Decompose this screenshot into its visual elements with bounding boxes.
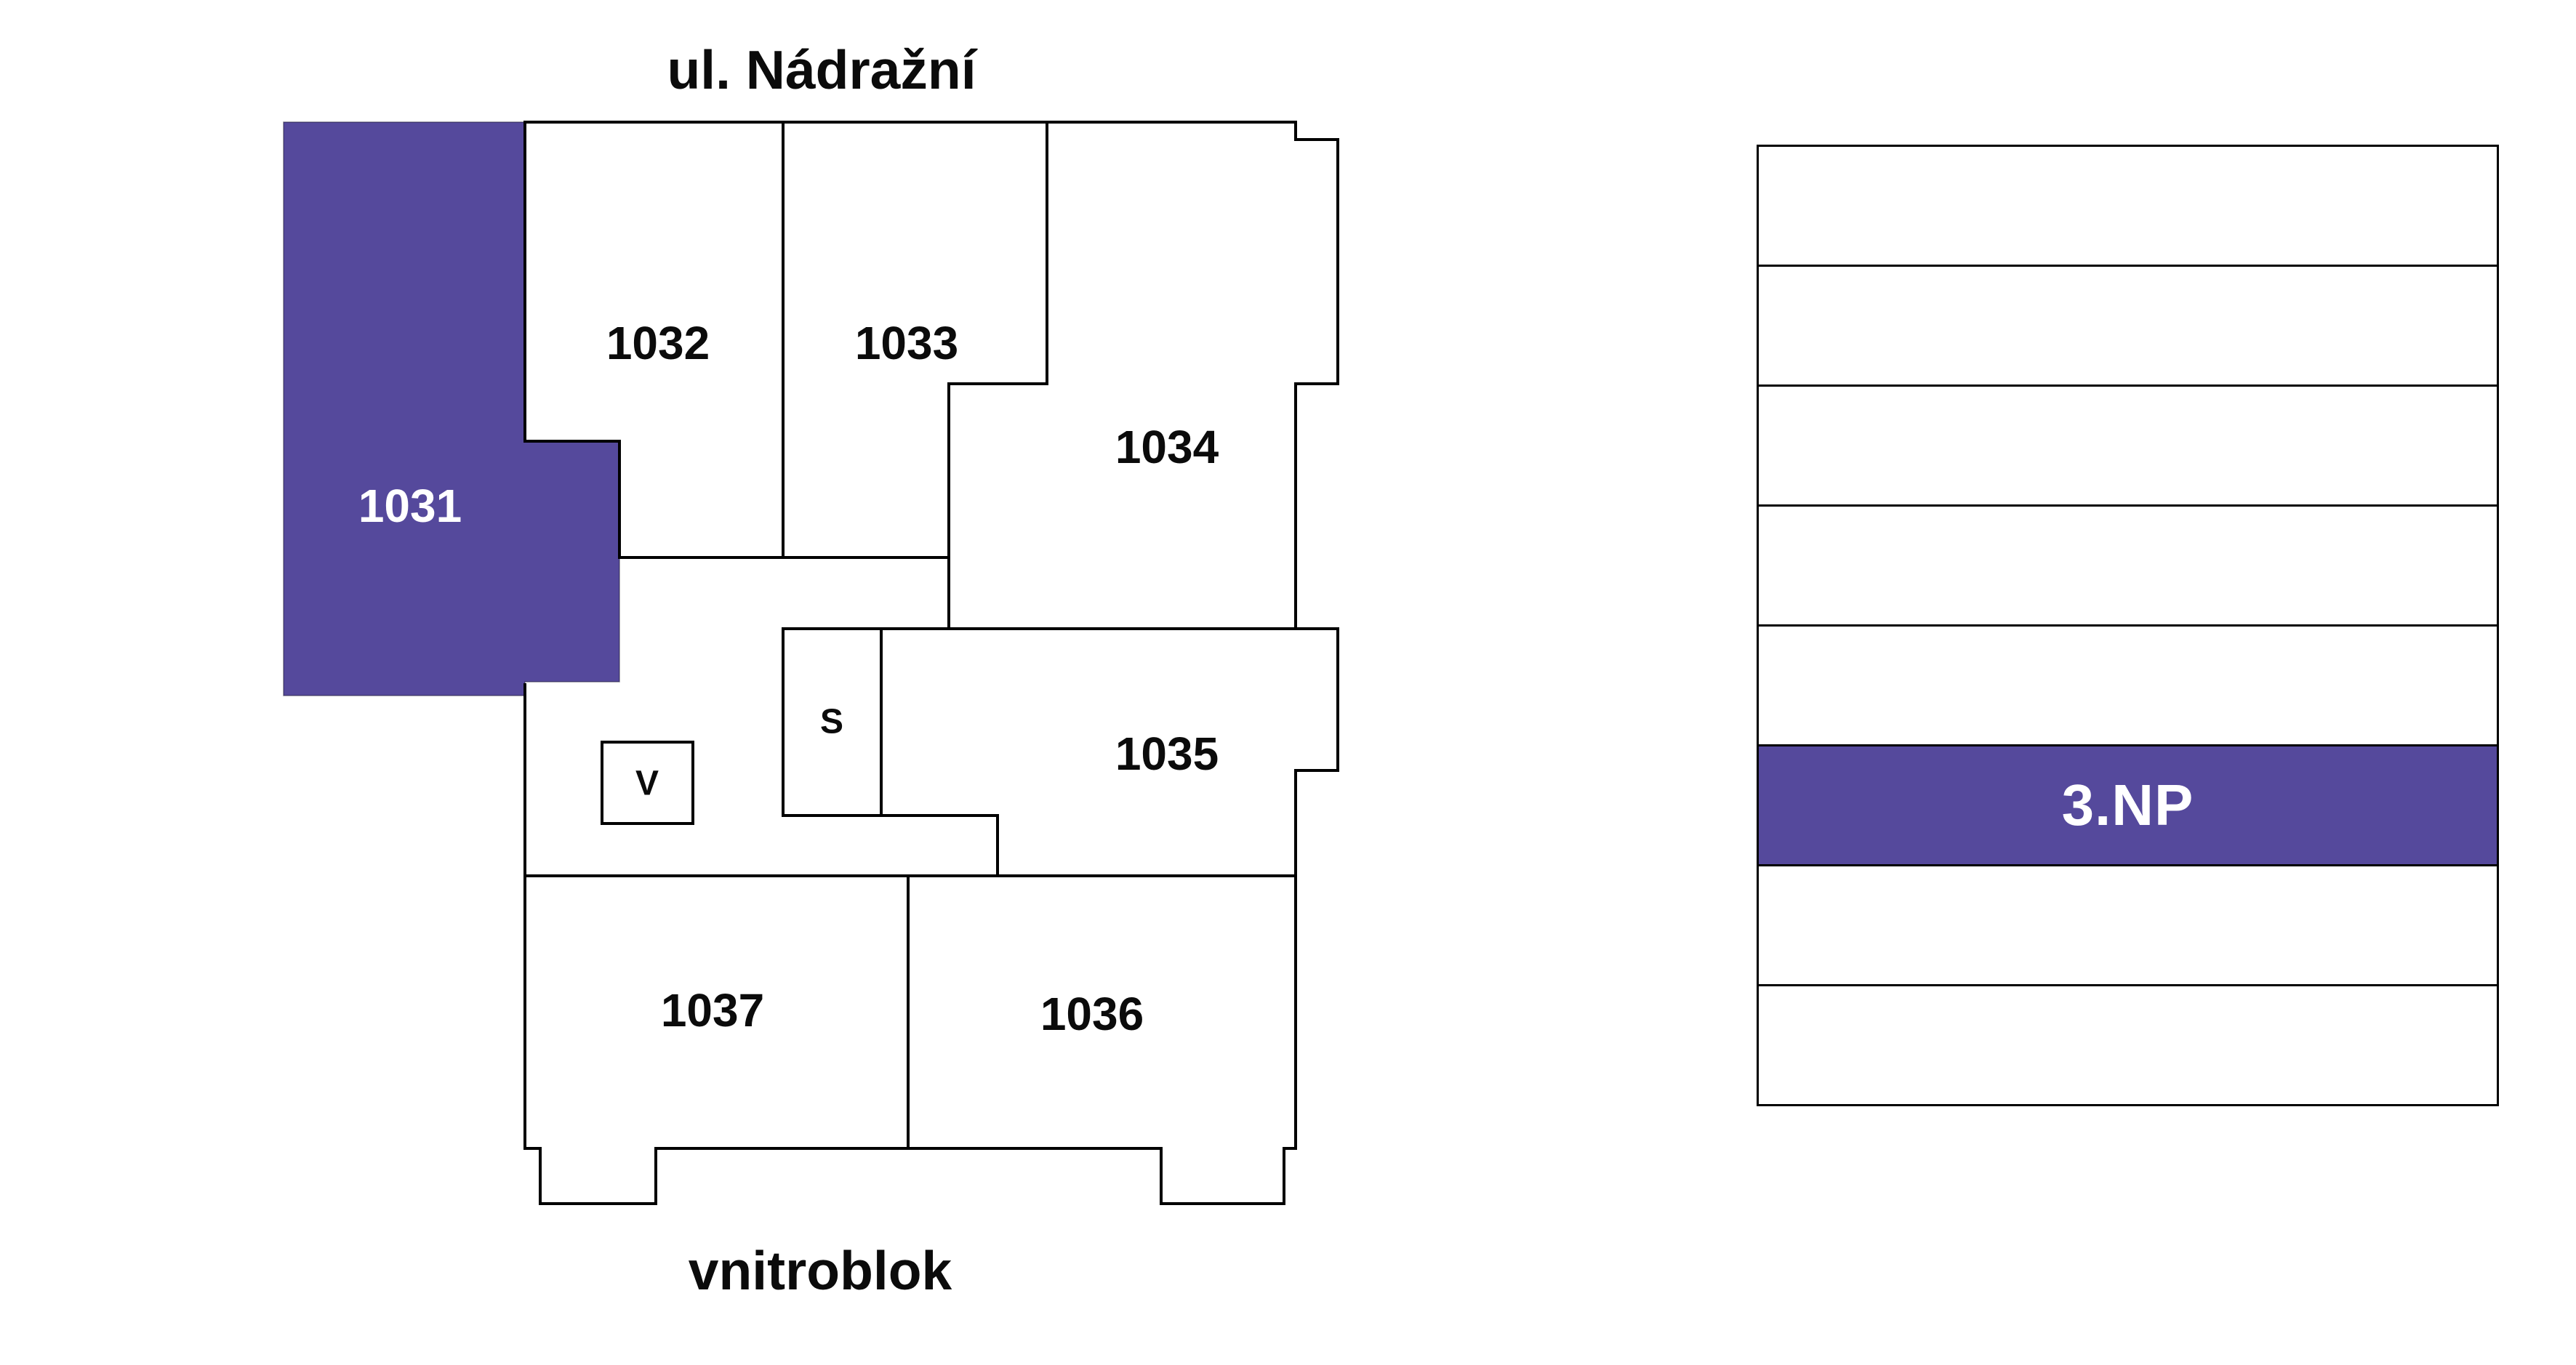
unit-shape-1036[interactable]	[907, 874, 1297, 1205]
unit-shape-1034[interactable]	[947, 121, 1339, 630]
floor-plan-svg: 1031 1032 1033 1034 1035 1036 1037 V S u…	[283, 39, 1339, 1301]
unit-label-1035: 1035	[1115, 728, 1219, 780]
floor-row-0[interactable]	[1757, 145, 2499, 267]
floor-row-1[interactable]	[1757, 265, 2499, 387]
room-shape-s[interactable]	[782, 627, 883, 817]
street-label-top: ul. Nádražní	[667, 39, 977, 100]
street-label-bottom: vnitroblok	[689, 1240, 952, 1301]
room-label-v: V	[635, 765, 659, 803]
floor-row-4[interactable]	[1757, 624, 2499, 746]
floor-row-7[interactable]	[1757, 984, 2499, 1106]
floor-row-3np-selected[interactable]: 3.NP	[1757, 744, 2499, 866]
floor-row-label: 3.NP	[2061, 773, 2194, 837]
unit-label-1033: 1033	[855, 317, 958, 369]
unit-label-1034: 1034	[1115, 421, 1219, 473]
floor-row-2[interactable]	[1757, 384, 2499, 507]
floor-selector-stack: 3.NP	[1757, 145, 2499, 1106]
unit-shape-1035[interactable]	[880, 627, 1339, 877]
unit-shape-1037[interactable]	[523, 874, 910, 1205]
unit-label-1031: 1031	[358, 480, 462, 532]
unit-label-1036: 1036	[1040, 988, 1144, 1040]
floor-row-6[interactable]	[1757, 864, 2499, 986]
unit-label-1037: 1037	[661, 984, 764, 1036]
floor-row-3[interactable]	[1757, 504, 2499, 627]
unit-label-1032: 1032	[606, 317, 710, 369]
room-shape-v[interactable]	[601, 741, 694, 825]
room-label-s: S	[820, 703, 843, 741]
